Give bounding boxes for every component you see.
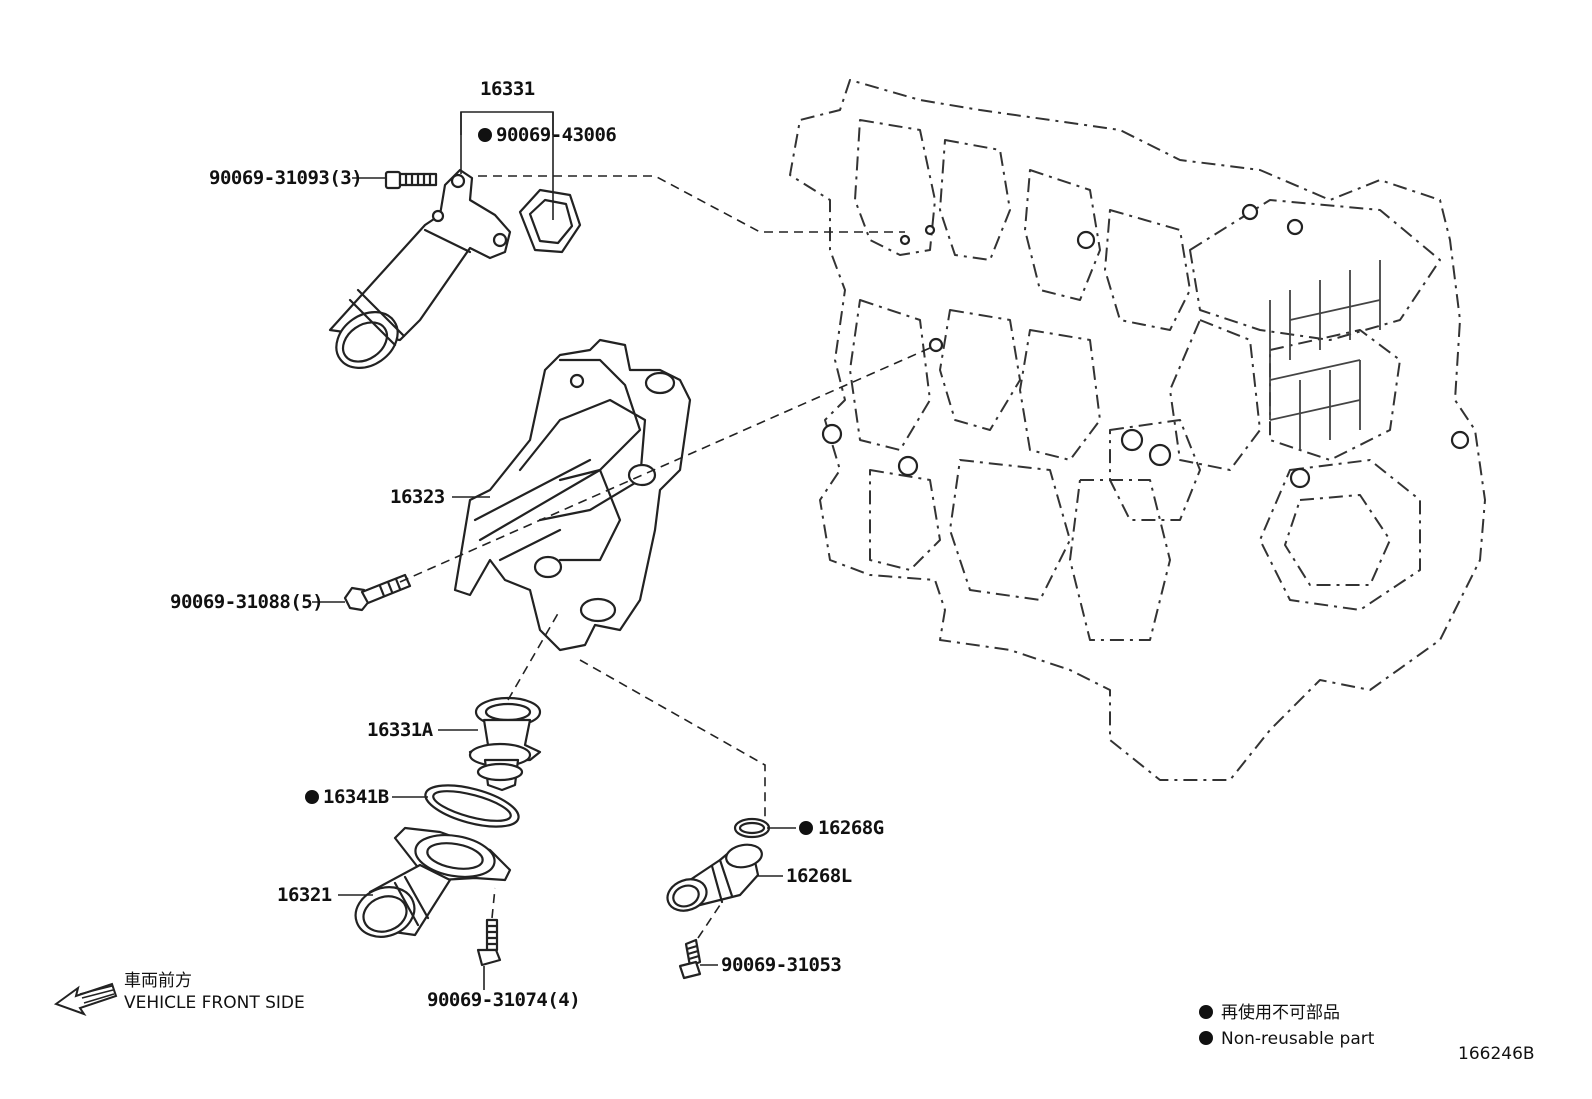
- legend-bullet-jp: [1199, 1005, 1213, 1019]
- non-reusable-marker-90069-43006: [478, 128, 492, 142]
- legend-bullet-en: [1199, 1031, 1213, 1045]
- water-by-pass-pipe-16268L: [666, 843, 763, 912]
- thermostat-16331A: [468, 696, 542, 792]
- label-16321: 16321: [277, 884, 332, 906]
- label-16323: 16323: [390, 486, 445, 508]
- label-90069-31088: 90069-31088(5): [170, 591, 323, 613]
- gasket-90069-43006: [518, 188, 582, 254]
- bolt-90069-31053: [678, 938, 702, 980]
- label-90069-31093: 90069-31093(3): [209, 167, 362, 189]
- non-reusable-marker-16341B: [305, 790, 319, 804]
- legend-label-en: Non-reusable part: [1221, 1029, 1375, 1049]
- label-90069-31074: 90069-31074(4): [427, 989, 580, 1011]
- bolt-90069-31093: [384, 170, 438, 190]
- gasket-16341B: [424, 784, 520, 828]
- label-16341B: 16341B: [323, 786, 389, 808]
- direction-label-jp: 車両前方: [124, 971, 192, 991]
- o-ring-16268G: [733, 817, 771, 839]
- leader-lines: [312, 111, 796, 990]
- label-16268G: 16268G: [818, 817, 884, 839]
- label-16331: 16331: [480, 78, 535, 100]
- label-16268L: 16268L: [786, 865, 852, 887]
- legend-label-jp: 再使用不可部品: [1221, 1002, 1340, 1023]
- thermostat-housing-16323: [453, 338, 692, 652]
- bolt-90069-31088: [343, 573, 412, 612]
- label-16331A: 16331A: [367, 719, 434, 741]
- non-reusable-marker-16268G: [799, 821, 813, 835]
- engine-block-illustration: [789, 79, 1486, 781]
- water-inlet-16321: [354, 826, 512, 938]
- bolt-90069-31074: [476, 918, 502, 967]
- label-90069-31053: 90069-31053: [721, 954, 841, 976]
- vehicle-front-arrow-icon: [53, 982, 118, 1016]
- direction-label-en: VEHICLE FRONT SIDE: [124, 993, 305, 1013]
- water-outlet-pipe-16331: [328, 168, 512, 369]
- label-90069-43006: 90069-43006: [496, 124, 616, 146]
- assembly-lines: [399, 175, 931, 939]
- illustration-code: 166246B: [1458, 1044, 1535, 1064]
